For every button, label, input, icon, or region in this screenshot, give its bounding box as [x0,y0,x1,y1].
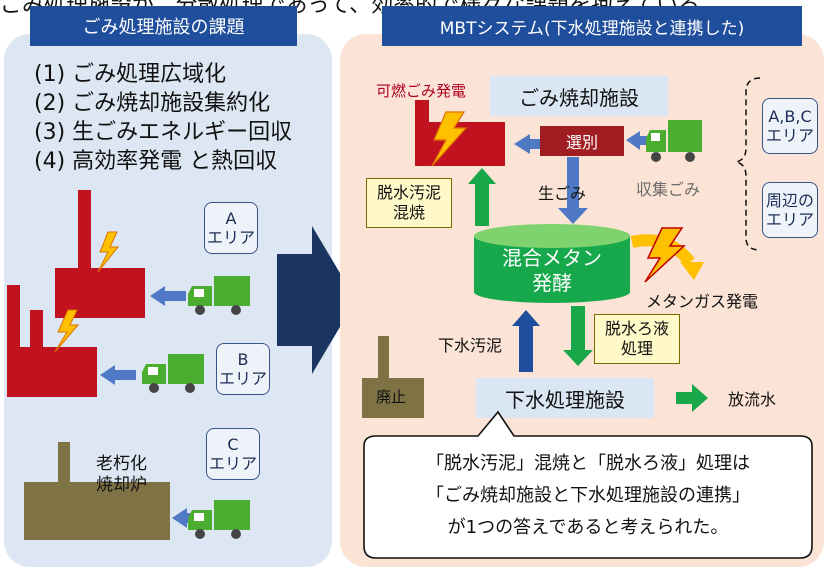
area-a-letter: A [225,209,237,228]
collected-waste-label: 収集ごみ [636,180,701,199]
nearby-area-box: 周辺のエリア [762,182,818,238]
kitchen-waste-label: 生ごみ [538,184,587,203]
arrow-down-icon [558,157,588,224]
aging-line: 焼却炉 [96,475,147,495]
arrow-left-icon [172,508,190,528]
sewage-plant-label: 下水処理施設 [505,387,625,412]
factory-icon [55,190,145,318]
methane-power-label: メタンガス発電 [646,292,759,311]
issue-item: (1) ごみ処理広域化 [34,62,227,87]
box-line: 脱水ろ液 [604,319,669,338]
conclusion-line: 「脱水汚泥」混焼と「脱水ろ液」処理は [426,453,750,474]
conclusion-line: が1つの答えであると考えられた。 [447,517,729,538]
box-line: 混焼 [392,203,425,222]
callout-box [363,410,813,559]
sorting-label: 選別 [565,133,598,152]
arrow-up-icon [512,310,540,372]
area-c-letter: C [227,435,239,454]
lightning-icon [97,231,120,273]
mbt-title: MBTシステム(下水処理施設と連携した) [382,6,802,46]
big-arrow-icon [277,226,356,374]
conclusion-line: 「ごみ焼却施設と下水処理施設の連携」 [426,485,750,506]
sludge-cocombustion-box: 脱水汚泥混焼 [366,178,452,228]
lightning-icon [54,309,80,353]
abolished-label: 廃止 [376,388,407,406]
curved-arrow-head [680,262,704,280]
aging-furnace-icon [24,442,170,540]
truck-icon [188,276,250,315]
arrow-up-icon [468,168,496,226]
area-b-letter: B [237,350,249,369]
factory-icon [7,285,97,397]
effluent-label: 放流水 [728,390,777,409]
truck-icon [188,500,250,539]
box-line: 脱水汚泥 [376,183,441,202]
incinerator-box: ごみ焼却施設 [490,76,668,116]
arrow-left-icon [514,134,544,154]
area-c-label: エリア [208,454,257,473]
area-a-label: エリア [206,228,255,247]
digester-line: 混合メタン [502,246,602,270]
sewage-sludge-label: 下水汚泥 [438,336,503,355]
truck-icon [142,354,204,393]
filtrate-treatment-box: 脱水ろ液処理 [594,314,680,364]
arrow-left-icon [626,131,650,150]
truck-icon [646,120,702,162]
abc-area-letters: A,B,C [768,107,812,126]
digester-label: 混合メタン 発酵 [474,246,630,296]
issues-list: (1) ごみ処理広域化 (2) ごみ焼却施設集約化 (3) 生ごみエネルギー回収… [34,60,292,176]
arrow-left-icon [100,365,136,385]
aging-furnace-label: 老朽化 焼却炉 [96,454,147,496]
abolished-factory-icon [362,336,424,418]
issue-item: (2) ごみ焼却施設集約化 [34,91,271,116]
digester-line: 発酵 [532,271,572,295]
issue-item: (4) 高効率発電 と熱回収 [34,149,278,174]
area-b-label: エリア [218,369,267,388]
aging-line: 老朽化 [96,454,147,474]
nearby-area-line: 周辺の [765,191,814,210]
box-line: 処理 [620,339,653,358]
arrow-right-icon [676,384,708,412]
arrow-down-icon [563,306,593,366]
sewage-plant-box [476,378,654,418]
issue-item: (3) 生ごみエネルギー回収 [34,120,293,145]
issues-title: ごみ処理施設の課題 [30,6,297,46]
conclusion-text: 「脱水汚泥」混焼と「脱水ろ液」処理は 「ごみ焼却施設と下水処理施設の連携」 が1… [376,448,800,544]
abc-area-label: エリア [765,126,814,145]
arrow-left-icon [150,286,186,306]
brace-icon [735,77,761,251]
lightning-icon [431,111,468,167]
combustible-power-label: 可燃ごみ発電 [376,82,467,100]
nearby-area-label: エリア [765,210,814,229]
sorting-box [540,126,624,156]
digester-icon [474,224,630,303]
lightning-icon [644,227,686,283]
